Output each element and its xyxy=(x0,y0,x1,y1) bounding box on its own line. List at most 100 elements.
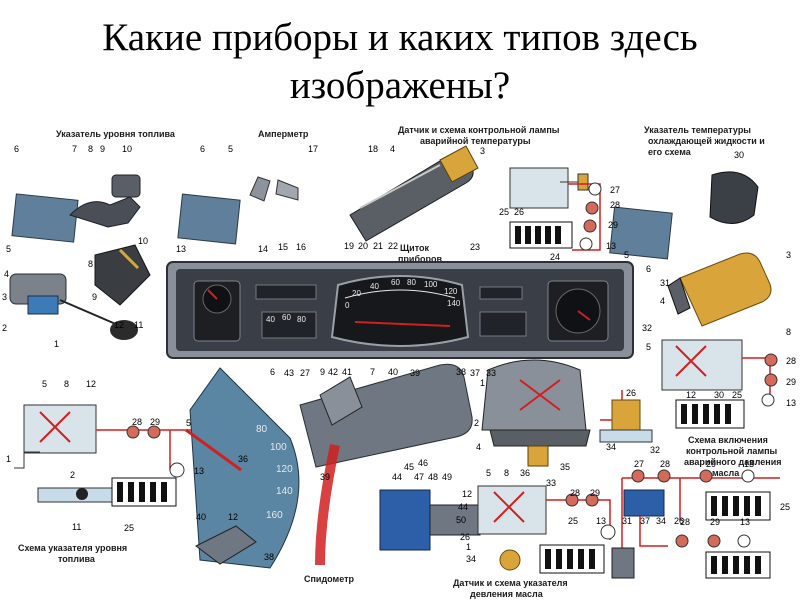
fuse-28b xyxy=(764,353,778,367)
speedo-mark-20: 20 xyxy=(352,289,361,298)
callout-c26b: 26 xyxy=(626,388,636,398)
callout-c22a: 22 xyxy=(388,241,398,251)
callout-c49a: 49 xyxy=(442,472,452,482)
sensor-brass-nut xyxy=(439,145,479,183)
rheostat-contact xyxy=(118,248,140,270)
fuel-gauge-parts: Указатель уровня топлива xyxy=(9,129,176,340)
callout-c27c: 27 xyxy=(634,459,644,469)
callout-c25a: 25 xyxy=(499,207,509,217)
ammeter-13e xyxy=(600,524,616,540)
callout-c8c: 8 xyxy=(786,327,791,337)
lamp-sensor-32 xyxy=(611,399,641,433)
slide-title-line-1: Какие приборы и каких типов здесь xyxy=(102,16,698,59)
fuse-28f xyxy=(675,534,689,548)
ammeter-13f xyxy=(741,469,755,483)
speedo-mark-40: 40 xyxy=(370,282,379,291)
battery-cells-b xyxy=(681,404,731,424)
callout-c13d: 13 xyxy=(194,466,204,476)
callout-c7b: 7 xyxy=(370,367,375,377)
callout-c5d: 5 xyxy=(646,342,651,352)
callout-c10b: 10 xyxy=(138,236,148,246)
callout-c32b: 32 xyxy=(650,445,660,455)
callout-c4b: 4 xyxy=(390,144,395,154)
speedo-dial-140: 140 xyxy=(276,486,293,497)
ammeter-face xyxy=(177,193,241,245)
callout-c1d: 1 xyxy=(466,542,471,552)
callout-c43a: 43 xyxy=(284,368,294,378)
oil-pressure-sensor: Датчик и схема указателя девления масла xyxy=(379,359,616,599)
switch-29c xyxy=(147,425,161,439)
callout-c37b: 37 xyxy=(640,516,650,526)
right-sensor-blue xyxy=(623,489,665,517)
battery-cells-d xyxy=(545,549,595,569)
callout-c2a: 2 xyxy=(2,323,7,333)
callout-c30b: 30 xyxy=(714,390,724,400)
label-fuel-circuit-2: топлива xyxy=(58,554,96,564)
speedo-dial-120: 120 xyxy=(276,464,293,475)
pressure-sensor-internals xyxy=(519,379,561,411)
callout-c6a: 6 xyxy=(14,144,19,154)
callout-c38b: 38 xyxy=(264,552,274,562)
battery-cells-e xyxy=(711,496,761,516)
callout-c5b: 5 xyxy=(228,144,233,154)
callout-c12b: 12 xyxy=(686,390,696,400)
callout-c26d: 26 xyxy=(674,516,684,526)
label-coolant-2: охлаждающей жидкости и xyxy=(648,136,765,146)
callout-c28f: 28 xyxy=(680,517,690,527)
callout-c5e: 5 xyxy=(42,379,47,389)
callout-c3b: 3 xyxy=(480,146,485,156)
callout-c2c: 2 xyxy=(474,418,479,428)
pressure-sensor-fitting xyxy=(527,445,549,467)
callout-c21a: 21 xyxy=(373,241,383,251)
speedo-mark-120: 120 xyxy=(444,287,458,296)
speedometer-drive xyxy=(299,363,473,468)
callout-c39a: 39 xyxy=(410,368,420,378)
callout-c28c: 28 xyxy=(132,417,142,427)
right-sensor-wire xyxy=(639,516,668,547)
ammeter-13d xyxy=(169,462,185,478)
callout-c40a: 40 xyxy=(388,367,398,377)
callout-c27b: 27 xyxy=(300,368,310,378)
callout-c47a: 47 xyxy=(414,472,424,482)
callout-c31b: 31 xyxy=(622,516,632,526)
callout-c18a: 18 xyxy=(368,144,378,154)
callout-c8b: 8 xyxy=(88,259,93,269)
callout-c46a: 46 xyxy=(418,458,428,468)
pressure-sensor-dome xyxy=(481,359,587,431)
callout-c12e: 12 xyxy=(462,489,472,499)
speedo-needle xyxy=(354,321,451,327)
oil-lamp-circuit: Схема включения контрольной лампы аварий… xyxy=(599,339,782,579)
label-oil-pressure-2: девления масла xyxy=(470,589,544,599)
callout-c41a: 41 xyxy=(342,367,352,377)
label-panel-1: Щиток xyxy=(400,243,429,253)
switch-29d xyxy=(585,493,599,507)
callout-c28d: 28 xyxy=(570,488,580,498)
schematic-rheostat xyxy=(14,451,40,469)
callout-c13e: 13 xyxy=(596,516,606,526)
callout-c48a: 48 xyxy=(428,472,438,482)
callout-c36a: 36 xyxy=(238,454,248,464)
speedo-mark-100: 100 xyxy=(424,280,438,289)
label-panel-2: приборов xyxy=(398,254,443,264)
speedometer-dial xyxy=(189,367,300,569)
fuel-schematic-box xyxy=(23,404,97,454)
callout-c28e: 28 xyxy=(660,459,670,469)
label-lamp-circuit-1: Схема включения xyxy=(688,435,768,445)
label-fuel-gauge: Указатель уровня топлива xyxy=(56,129,176,139)
fuel-gauge-face xyxy=(11,193,79,243)
callout-c12c: 12 xyxy=(86,379,96,389)
oil-mark-60: 60 xyxy=(282,313,291,322)
fuse-28c xyxy=(126,425,140,439)
clock-needle xyxy=(577,310,591,321)
fuel-circuit-wires xyxy=(96,429,200,470)
label-coolant-3: его схема xyxy=(648,147,692,157)
pressure-schematic-coil xyxy=(493,491,525,523)
ammeter-13a xyxy=(579,237,593,251)
speedo-mark-80: 80 xyxy=(407,278,416,287)
callout-c16a: 16 xyxy=(296,242,306,252)
callout-c32a: 32 xyxy=(642,323,652,333)
callout-c29d: 29 xyxy=(590,488,600,498)
speedo-dial-100: 100 xyxy=(270,442,287,453)
fuel-float-arm xyxy=(59,299,119,326)
callout-c5g: 5 xyxy=(486,468,491,478)
